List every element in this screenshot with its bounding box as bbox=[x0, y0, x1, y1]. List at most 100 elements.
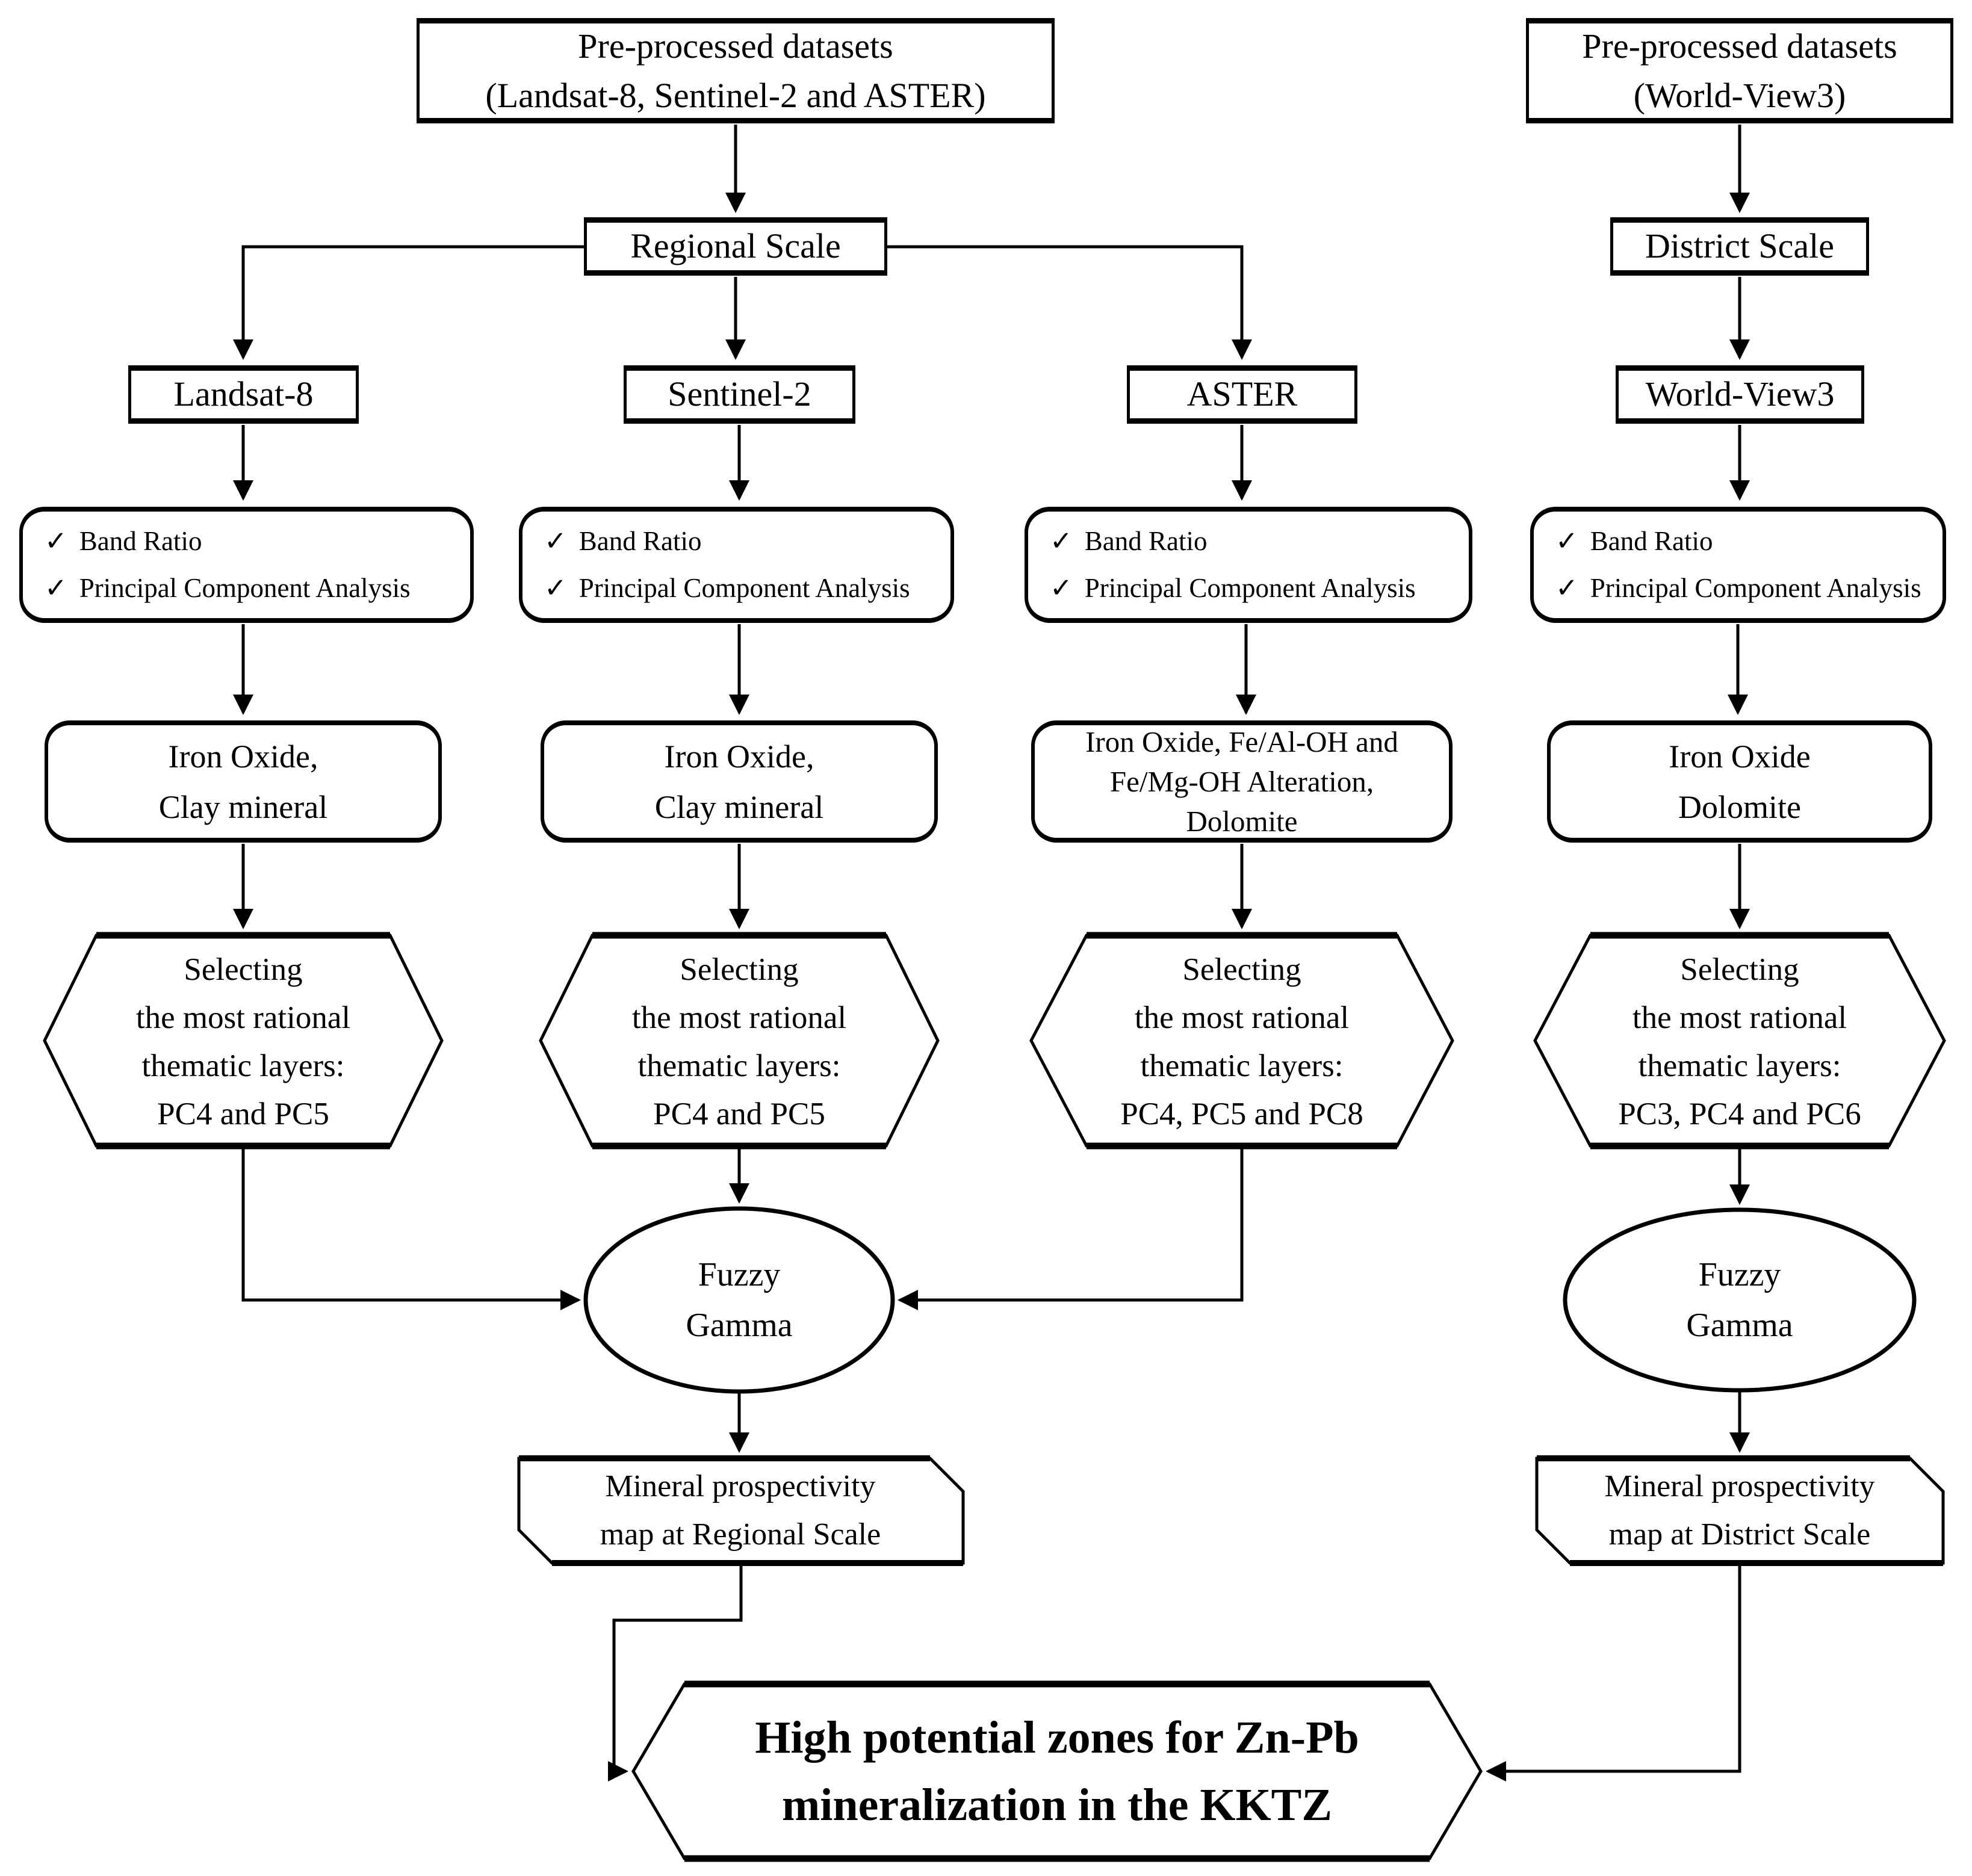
check-icon: ✓ bbox=[45, 526, 67, 557]
text-selecting-aster: Selecting the most rational thematic lay… bbox=[1061, 943, 1422, 1141]
method-label: Principal Component Analysis bbox=[79, 572, 411, 603]
method-row: ✓Principal Component Analysis bbox=[544, 571, 910, 606]
text-selecting-worldview: Selecting the most rational thematic lay… bbox=[1559, 943, 1920, 1141]
check-icon: ✓ bbox=[1050, 526, 1073, 557]
node-sensor-worldview: World-View3 bbox=[1616, 365, 1864, 424]
node-methods-landsat: ✓ Band Ratio ✓ Principal Component Analysi… bbox=[19, 507, 474, 623]
selecting-line: the most rational bbox=[1134, 1000, 1350, 1035]
preprocessed-regional-line2: (Landsat-8, Sentinel-2 and ASTER) bbox=[485, 75, 986, 115]
sensor-landsat-label: Landsat-8 bbox=[173, 374, 314, 414]
node-methods-sentinel: ✓ Band Ratio ✓Principal Component Analysi… bbox=[519, 507, 954, 623]
method-label: Band Ratio bbox=[79, 526, 202, 557]
method-label: Band Ratio bbox=[1590, 526, 1713, 557]
arrow-regional-map-to-final bbox=[608, 1564, 743, 1782]
method-label: Principal Component Analysis bbox=[1084, 572, 1416, 603]
method-row: ✓ Principal Component Analysis bbox=[1555, 571, 1921, 606]
mineral-line: Fe/Mg-OH Alteration, bbox=[1109, 764, 1374, 798]
arrow-landsat-hex-to-fuzzy bbox=[241, 1147, 581, 1310]
method-row: ✓ Band Ratio bbox=[1050, 524, 1207, 559]
mineral-line: Iron Oxide, bbox=[664, 738, 814, 775]
node-methods-worldview: ✓Band Ratio ✓ Principal Component Analysi… bbox=[1530, 507, 1946, 623]
district-scale-label: District Scale bbox=[1645, 226, 1835, 266]
ellipse-fuzzy-gamma-regional bbox=[583, 1206, 895, 1394]
mineral-line: Clay mineral bbox=[654, 788, 824, 825]
selecting-line: the most rational bbox=[1632, 1000, 1847, 1035]
ellipse-fuzzy-gamma-district bbox=[1563, 1207, 1917, 1393]
method-label: Principal Component Analysis bbox=[578, 572, 910, 603]
check-icon: ✓ bbox=[45, 572, 67, 603]
final-line: mineralization in the KKTZ bbox=[781, 1780, 1333, 1830]
connectors bbox=[233, 125, 1750, 1782]
selecting-line: thematic layers: bbox=[637, 1048, 841, 1083]
selecting-line: Selecting bbox=[184, 952, 303, 987]
selecting-line: the most rational bbox=[631, 1000, 847, 1035]
node-preprocessed-regional: Pre-processed datasets (Landsat-8, Senti… bbox=[417, 18, 1055, 123]
node-minerals-worldview: Iron Oxide Dolomite bbox=[1547, 720, 1932, 843]
node-preprocessed-district: Pre-processed datasets (World-View3) bbox=[1526, 18, 1953, 123]
selecting-line: thematic layers: bbox=[1638, 1048, 1841, 1083]
text-selecting-landsat: Selecting the most rational thematic lay… bbox=[69, 943, 418, 1141]
check-icon: ✓ bbox=[544, 526, 567, 557]
method-row: ✓Band Ratio bbox=[1555, 524, 1713, 559]
method-label: Principal Component Analysis bbox=[1590, 572, 1921, 603]
method-label: Band Ratio bbox=[578, 526, 702, 557]
selecting-line: PC3, PC4 and PC6 bbox=[1618, 1097, 1861, 1131]
node-sensor-landsat: Landsat-8 bbox=[128, 365, 359, 424]
mineral-line: Iron Oxide, Fe/Al-OH and bbox=[1085, 725, 1398, 758]
map-line: map at Regional Scale bbox=[600, 1517, 881, 1552]
mineral-line: Iron Oxide, bbox=[168, 738, 318, 775]
selecting-line: Selecting bbox=[1182, 952, 1301, 987]
text-fuzzy-gamma-district: Fuzzy Gamma bbox=[1619, 1240, 1860, 1360]
final-line: High potential zones for Zn-Pb bbox=[755, 1712, 1359, 1763]
mineral-line: Iron Oxide bbox=[1669, 738, 1811, 775]
card-accents bbox=[519, 1455, 1943, 1566]
fuzzy-line: Fuzzy bbox=[698, 1256, 781, 1293]
arrow-regional-to-aster bbox=[887, 245, 1252, 360]
selecting-line: the most rational bbox=[135, 1000, 351, 1035]
fuzzy-line: Gamma bbox=[686, 1307, 793, 1344]
node-minerals-landsat: Iron Oxide, Clay mineral bbox=[45, 720, 442, 843]
node-sensor-sentinel: Sentinel-2 bbox=[624, 365, 855, 424]
fuzzy-line: Fuzzy bbox=[1698, 1256, 1781, 1293]
selecting-line: thematic layers: bbox=[1140, 1048, 1344, 1083]
arrow-district-map-to-final bbox=[1486, 1564, 1741, 1782]
fuzzy-line: Gamma bbox=[1686, 1307, 1793, 1344]
method-row: ✓ Principal Component Analysis bbox=[45, 571, 411, 606]
sensor-sentinel-label: Sentinel-2 bbox=[668, 374, 811, 414]
method-row: ✓ Band Ratio bbox=[544, 524, 701, 559]
text-fuzzy-gamma-regional: Fuzzy Gamma bbox=[619, 1240, 860, 1360]
arrow-aster-hex-to-fuzzy bbox=[898, 1147, 1244, 1310]
node-regional-scale: Regional Scale bbox=[584, 217, 887, 276]
selecting-line: PC4 and PC5 bbox=[653, 1097, 825, 1131]
node-methods-aster: ✓ Band Ratio ✓ Principal Component Analysi… bbox=[1025, 507, 1472, 623]
map-line: Mineral prospectivity bbox=[1604, 1469, 1875, 1503]
hexagon-accents bbox=[96, 932, 1889, 1862]
mineral-line: Dolomite bbox=[1678, 788, 1801, 825]
arrow-regional-to-landsat bbox=[233, 245, 584, 360]
text-final-zones: High potential zones for Zn-Pb mineraliz… bbox=[726, 1684, 1388, 1859]
node-district-scale: District Scale bbox=[1610, 217, 1869, 276]
method-row: ✓ Principal Component Analysis bbox=[1050, 571, 1416, 606]
check-icon: ✓ bbox=[1050, 572, 1073, 603]
selecting-line: Selecting bbox=[1680, 952, 1799, 987]
map-line: Mineral prospectivity bbox=[605, 1469, 876, 1503]
selecting-line: thematic layers: bbox=[141, 1048, 345, 1083]
map-line: map at District Scale bbox=[1608, 1517, 1871, 1552]
selecting-line: PC4 and PC5 bbox=[157, 1097, 329, 1131]
sensor-aster-label: ASTER bbox=[1186, 374, 1298, 414]
method-row: ✓ Band Ratio bbox=[45, 524, 202, 559]
mineral-line: Clay mineral bbox=[158, 788, 328, 825]
method-label: Band Ratio bbox=[1084, 526, 1208, 557]
text-district-map: Mineral prospectivity map at District Sc… bbox=[1547, 1458, 1932, 1563]
check-icon: ✓ bbox=[1555, 572, 1578, 603]
text-selecting-sentinel: Selecting the most rational thematic lay… bbox=[565, 943, 914, 1141]
preprocessed-regional-line1: Pre-processed datasets bbox=[578, 26, 893, 66]
selecting-line: PC4, PC5 and PC8 bbox=[1120, 1097, 1363, 1131]
mineral-line: Dolomite bbox=[1186, 804, 1298, 838]
sensor-worldview-label: World-View3 bbox=[1645, 374, 1835, 414]
selecting-line: Selecting bbox=[680, 952, 799, 987]
preprocessed-district-line1: Pre-processed datasets bbox=[1582, 26, 1897, 66]
regional-scale-label: Regional Scale bbox=[630, 226, 841, 266]
